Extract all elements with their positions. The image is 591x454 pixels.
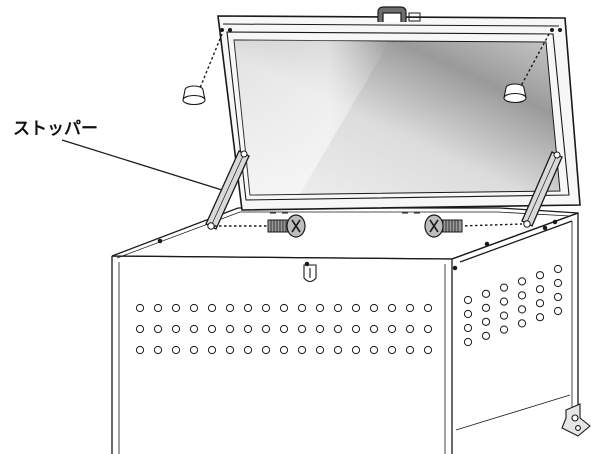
vent-hole-icon: [261, 324, 271, 334]
vent-hole-icon: [279, 324, 289, 334]
left-screw-icon: [214, 214, 306, 238]
vent-hole-icon: [387, 345, 397, 355]
vent-hole-icon: [297, 345, 307, 355]
vent-hole-icon: [463, 337, 473, 347]
vent-hole-icon: [297, 324, 307, 334]
vent-hole-icon: [405, 303, 415, 313]
vent-hole-icon: [351, 303, 361, 313]
vent-hole-icon: [261, 345, 271, 355]
box-side-panel: [451, 212, 579, 410]
vent-hole-icon: [517, 277, 527, 286]
vent-hole-icon: [315, 345, 325, 355]
vent-hole-icon: [553, 292, 563, 302]
vent-hole-icon: [225, 303, 235, 313]
vent-hole-icon: [351, 324, 361, 334]
vent-hole-icon: [189, 324, 199, 334]
foot-bracket-icon: [561, 403, 591, 437]
vent-hole-icon: [297, 303, 307, 313]
box-body: [111, 207, 579, 454]
vent-hole-icon: [481, 317, 491, 326]
vent-hole-icon: [499, 297, 509, 306]
left-stopper-stay: [205, 150, 250, 230]
vent-hole-icon: [481, 331, 491, 340]
vent-hole-icon: [225, 324, 235, 334]
front-vent-grid: [135, 303, 433, 355]
vent-hole-icon: [171, 303, 181, 313]
right-stopper-stay: [521, 151, 563, 228]
vent-hole-icon: [333, 303, 343, 313]
vent-hole-icon: [153, 345, 163, 355]
vent-hole-icon: [153, 324, 163, 334]
vent-hole-icon: [369, 324, 379, 334]
vent-hole-icon: [279, 303, 289, 313]
vent-hole-icon: [369, 303, 379, 313]
vent-hole-icon: [135, 324, 145, 334]
vent-hole-icon: [517, 291, 527, 300]
vent-hole-icon: [423, 345, 433, 355]
vent-hole-icon: [499, 325, 509, 334]
vent-hole-icon: [333, 345, 343, 355]
vent-hole-icon: [463, 295, 473, 305]
vent-hole-icon: [135, 345, 145, 355]
vent-hole-icon: [243, 345, 253, 355]
vent-hole-icon: [351, 345, 361, 355]
vent-hole-icon: [171, 324, 181, 334]
front-latch-icon: [303, 264, 317, 283]
vent-hole-icon: [535, 271, 545, 280]
vent-hole-icon: [369, 345, 379, 355]
vent-hole-icon: [405, 324, 415, 334]
side-vent-grid: [463, 264, 563, 347]
vent-hole-icon: [463, 309, 473, 319]
vent-hole-icon: [553, 278, 563, 288]
vent-hole-icon: [535, 299, 545, 308]
left-bumper-icon: [182, 33, 223, 106]
vent-hole-icon: [225, 345, 235, 355]
vent-hole-icon: [387, 324, 397, 334]
vent-hole-icon: [207, 303, 217, 313]
lid-hardware-icon: [408, 12, 421, 22]
vent-hole-icon: [517, 305, 527, 314]
vent-hole-icon: [207, 324, 217, 334]
vent-hole-icon: [171, 345, 181, 355]
vent-hole-icon: [499, 311, 509, 320]
vent-hole-icon: [243, 303, 253, 313]
vent-hole-icon: [535, 313, 545, 322]
stopper-leader-line: [61, 139, 223, 191]
vent-hole-icon: [535, 285, 545, 294]
vent-hole-icon: [553, 306, 563, 316]
lid: [217, 15, 581, 211]
vent-hole-icon: [423, 324, 433, 334]
vent-hole-icon: [261, 303, 271, 313]
vent-hole-icon: [207, 345, 217, 355]
vent-hole-icon: [423, 303, 433, 313]
vent-hole-icon: [333, 324, 343, 334]
vent-hole-icon: [553, 264, 563, 274]
vent-hole-icon: [463, 323, 473, 333]
vent-hole-icon: [243, 324, 253, 334]
vent-hole-icon: [135, 303, 145, 313]
stopper-label: ストッパー: [13, 119, 98, 139]
vent-hole-icon: [189, 345, 199, 355]
right-bumper-icon: [503, 33, 550, 104]
vent-hole-icon: [481, 303, 491, 312]
handle-icon: [377, 6, 407, 22]
vent-hole-icon: [315, 303, 325, 313]
vent-hole-icon: [279, 345, 289, 355]
vent-hole-icon: [481, 289, 491, 298]
vent-hole-icon: [153, 303, 163, 313]
right-screw-icon: [424, 214, 523, 238]
vent-hole-icon: [387, 303, 397, 313]
vent-hole-icon: [517, 319, 527, 328]
vent-hole-icon: [499, 283, 509, 292]
vent-hole-icon: [315, 324, 325, 334]
vent-hole-icon: [405, 345, 415, 355]
box-front-panel: [111, 255, 453, 454]
vent-hole-icon: [189, 303, 199, 313]
